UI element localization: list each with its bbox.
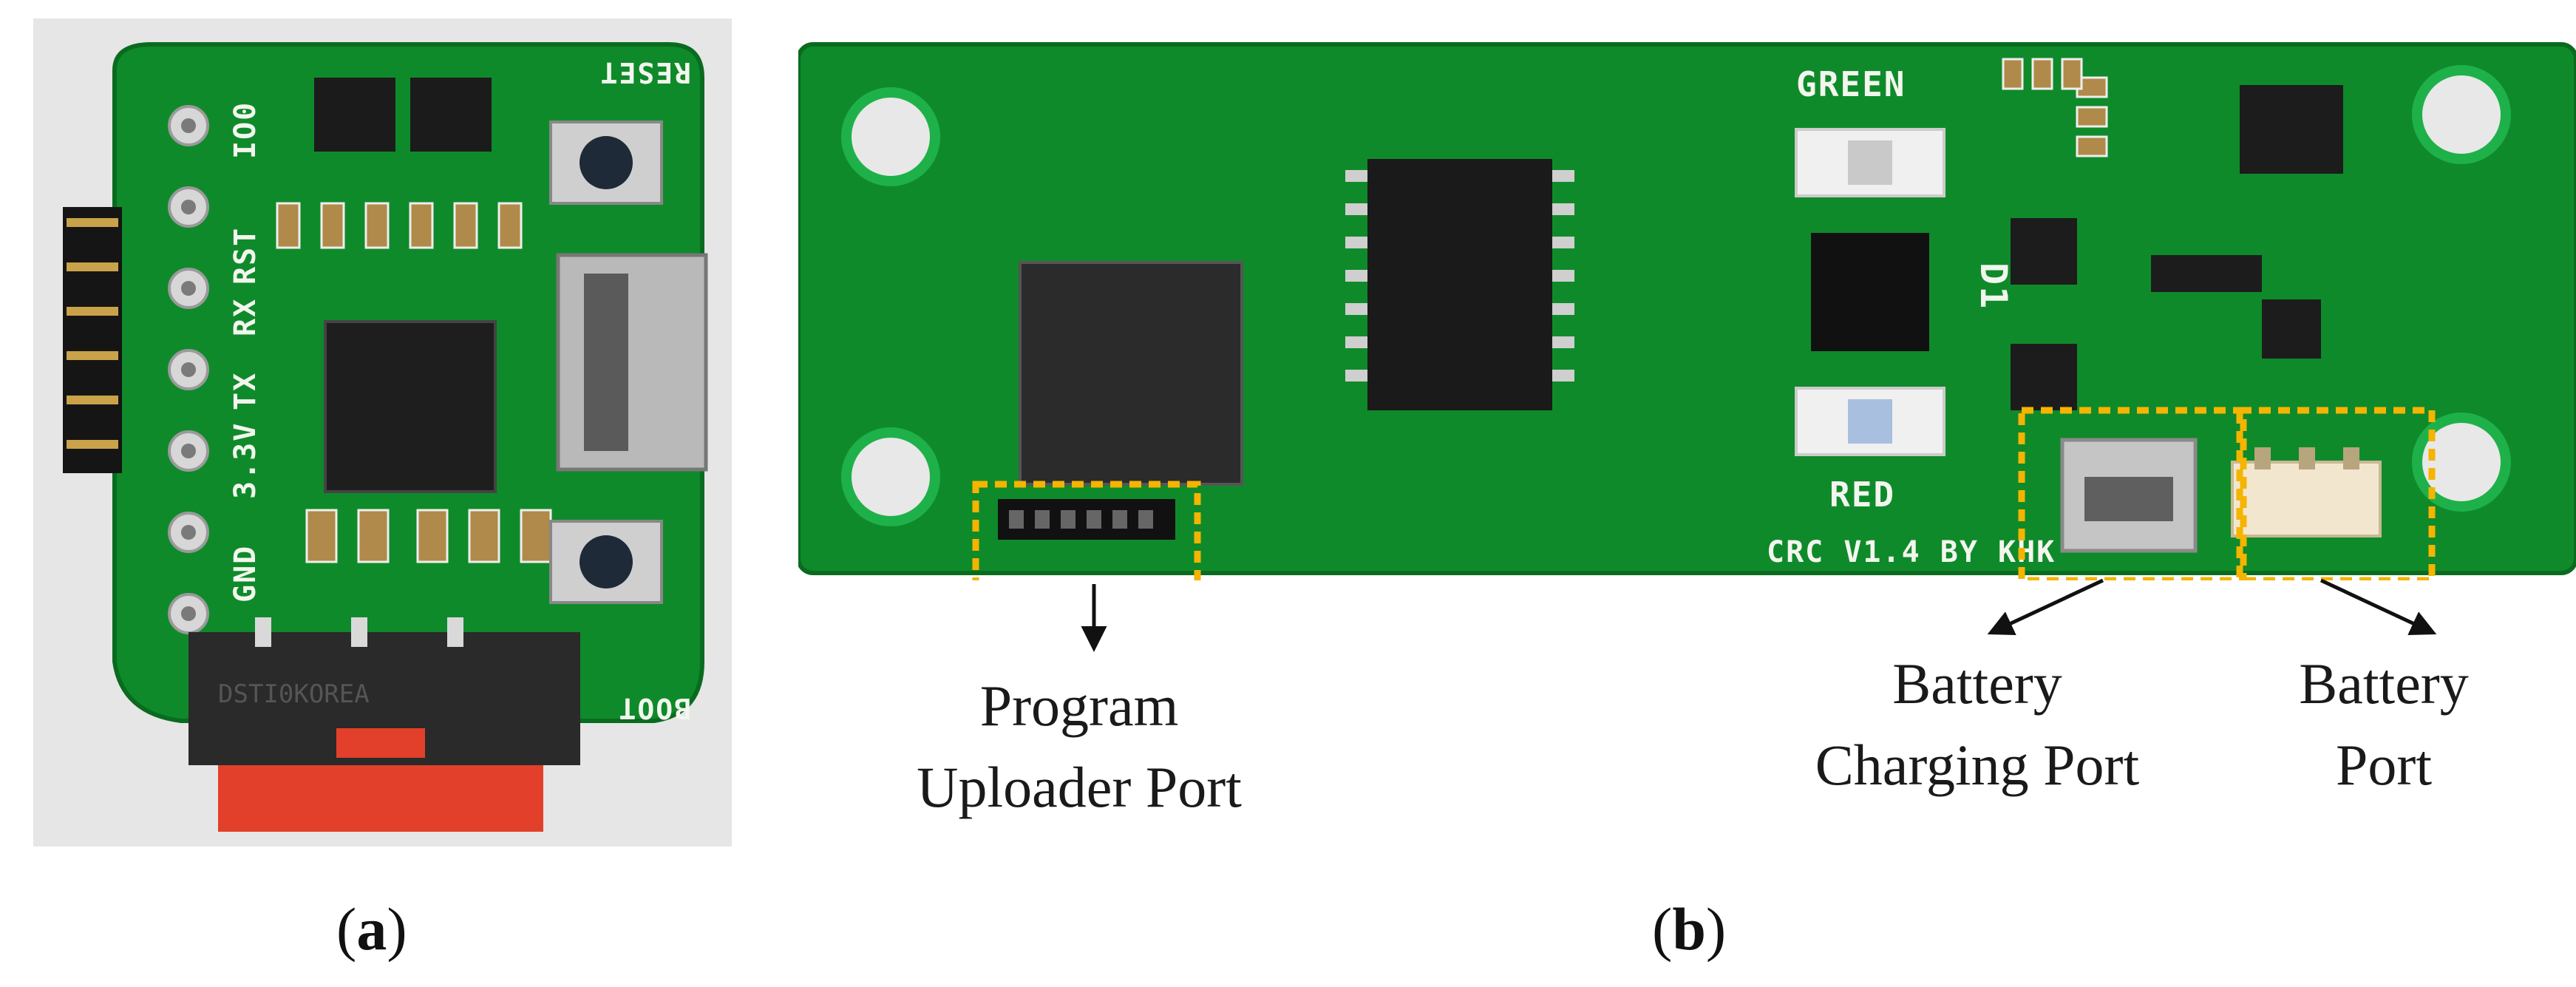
panel-label-a: (a) (336, 895, 407, 963)
silk-tx: TX (228, 372, 262, 410)
silk-boot: BOOT (617, 692, 691, 725)
callout-battery-charging-port: Battery Charging Port (1767, 643, 2188, 806)
highlight-battery-port (2236, 407, 2436, 580)
callout-uploader-line2: Uploader Port (917, 755, 1242, 819)
silk-rst: RST (228, 227, 262, 285)
callout-charging-line2: Charging Port (1815, 733, 2140, 797)
callout-battery-line1: Battery (2299, 651, 2469, 716)
callout-battery-line2: Port (2335, 733, 2433, 797)
silk-3v3: 3.3V (228, 422, 262, 499)
silk-io0: IO0 (228, 101, 262, 159)
photo-board-a: RST IO0 RX TX 3.3V GND 5V RESET BOOT DST… (33, 18, 732, 847)
silk-gnd: GND (228, 545, 262, 603)
arrow-battery (2320, 578, 2437, 636)
callout-charging-line1: Battery (1892, 651, 2062, 716)
callout-uploader-line1: Program (979, 674, 1179, 738)
callout-program-uploader-port: Program Uploader Port (850, 665, 1308, 828)
arrow-charging (1987, 578, 2104, 636)
silk-reset: RESET (599, 56, 691, 89)
silk-red: RED (1829, 475, 1895, 515)
silk-d1: D1 (1972, 262, 2015, 310)
photo-board-b: GREEN D1 RED CRC V1.4 BY KHK (798, 18, 2576, 580)
panel-label-b: (b) (1652, 895, 1727, 963)
silk-version: CRC V1.4 BY KHK (1767, 535, 2056, 569)
silk-green: GREEN (1796, 64, 1906, 104)
switch-marking: DSTI0KOREA (218, 679, 370, 709)
highlight-uploader-port (972, 481, 1201, 580)
silk-rx: RX (228, 298, 262, 336)
highlight-charging-port (2018, 407, 2247, 580)
callout-battery-port: Battery Port (2218, 643, 2550, 806)
